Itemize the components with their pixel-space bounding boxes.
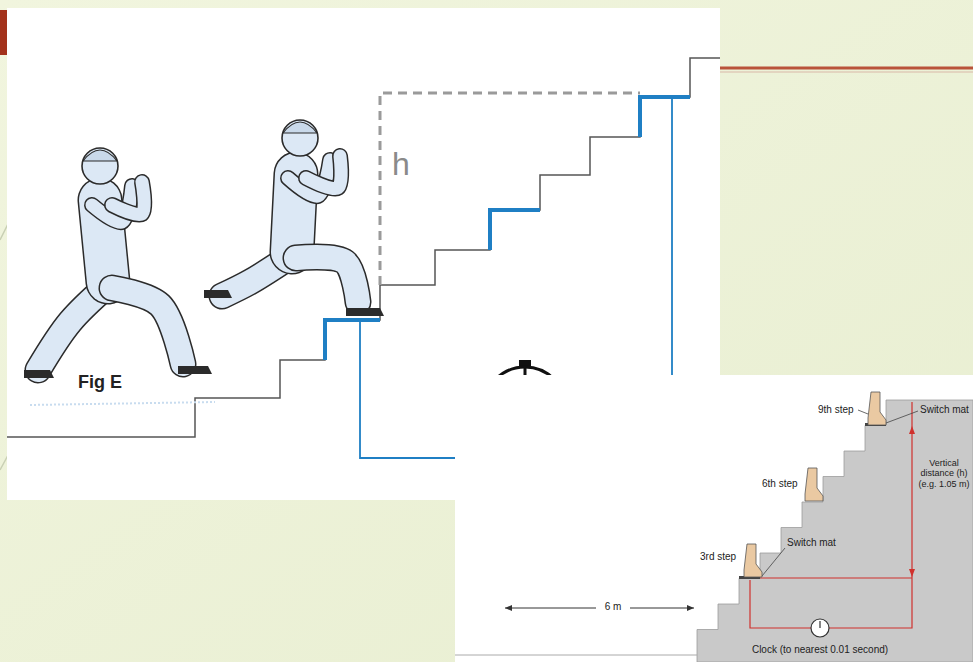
foot	[868, 392, 886, 425]
shoe	[346, 308, 384, 316]
part-label: Switch mat	[787, 537, 836, 549]
clock	[811, 619, 829, 637]
runner-body	[296, 257, 358, 302]
runner-body	[112, 288, 183, 364]
runner-head	[282, 120, 318, 156]
part-label: Vertical distance (h) (e.g. 1.05 m)	[917, 458, 971, 489]
foot	[805, 468, 823, 501]
foot	[744, 544, 762, 577]
leader-line	[762, 410, 918, 576]
shoe	[178, 366, 212, 374]
runner-cap	[83, 150, 117, 161]
height-bracket	[380, 93, 640, 285]
ground-line	[30, 402, 215, 405]
switch-mat	[325, 97, 690, 360]
arrowhead	[909, 426, 915, 577]
shoe	[204, 290, 232, 298]
part-label: 9th step	[818, 404, 854, 416]
staircase	[697, 400, 973, 662]
distance-line	[505, 608, 694, 609]
clock-hand	[819, 621, 820, 628]
part-label: 3rd step	[700, 551, 736, 563]
runner-outline	[306, 156, 341, 189]
timer-wire	[750, 402, 912, 628]
dimension-label: h	[392, 146, 410, 183]
figure-caption: Fig E	[78, 372, 122, 393]
rule-line	[700, 67, 973, 70]
ground-line	[455, 655, 697, 656]
part-label: 6 m	[605, 601, 622, 613]
rule-line	[700, 72, 973, 73]
feet	[744, 392, 886, 577]
runners	[24, 120, 384, 378]
shoe	[24, 370, 54, 378]
runner-body	[306, 156, 341, 189]
runner-head	[82, 148, 118, 184]
arrowhead	[505, 605, 694, 611]
part-label: Switch mat	[920, 404, 969, 416]
runner-outline	[112, 288, 183, 364]
figure-panel	[455, 375, 973, 662]
runner-outline	[112, 182, 144, 215]
runner-outline	[296, 257, 358, 302]
part-label: 6th step	[762, 478, 798, 490]
runner-cap	[283, 122, 317, 133]
runner-body	[112, 182, 144, 215]
clock-face	[811, 619, 829, 637]
part-label: Clock (to nearest 0.01 second)	[752, 644, 888, 656]
